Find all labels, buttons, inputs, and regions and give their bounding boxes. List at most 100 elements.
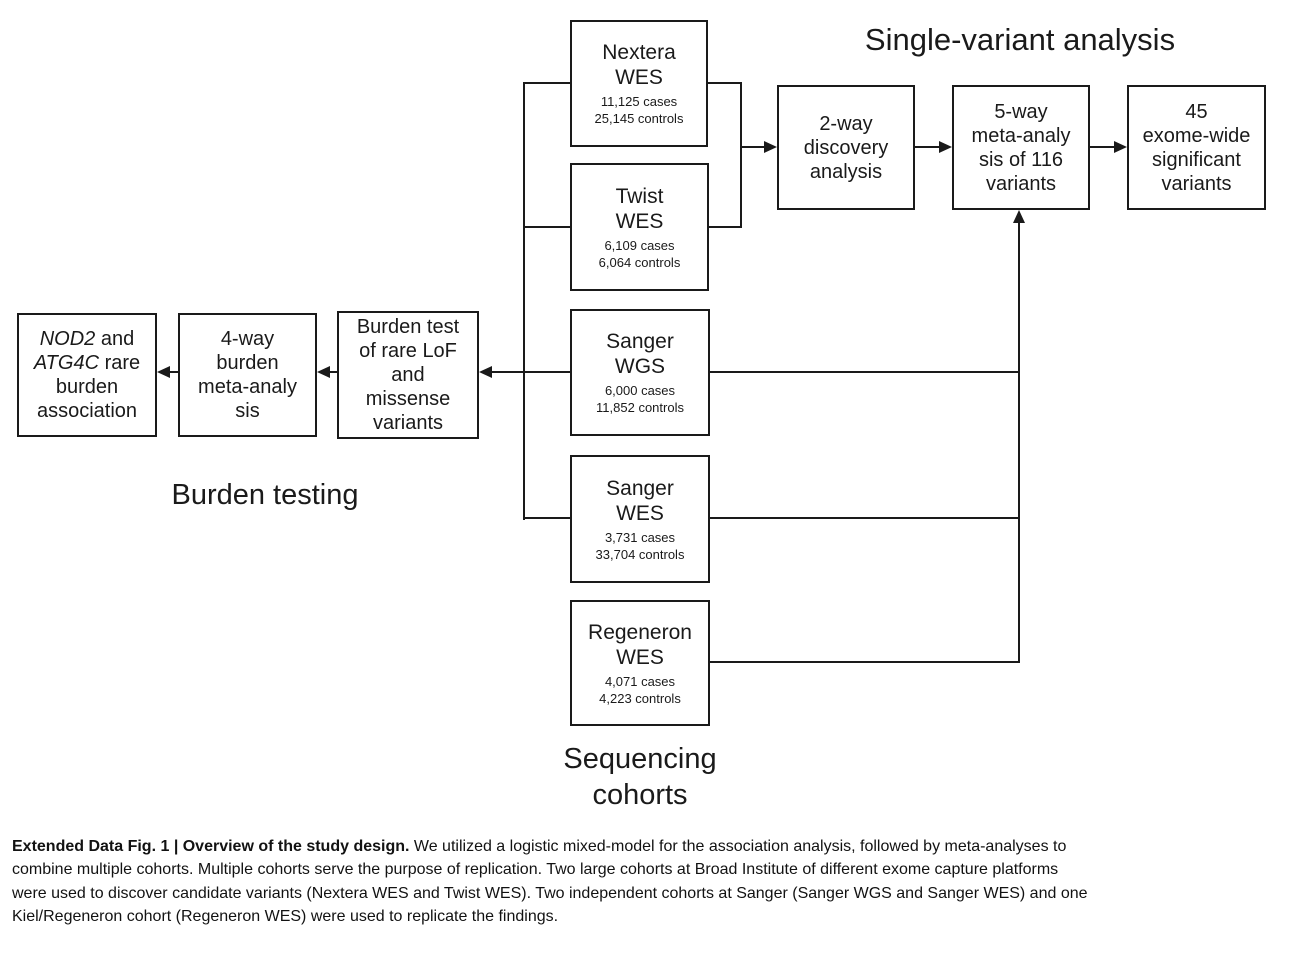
cohort-stats: 6,000 cases 11,852 controls xyxy=(596,382,684,416)
cohort-name-line: Nextera xyxy=(602,41,676,64)
connector-left-spine xyxy=(523,83,525,520)
cohort-name-line: Sanger xyxy=(606,330,674,353)
five-way-meta-analysis-box: 5-way meta-analy sis of 116 variants xyxy=(952,85,1090,210)
connector-bracket-vertical xyxy=(740,82,742,228)
box-text-line: variants xyxy=(372,412,443,434)
cohort-name: Sanger WES xyxy=(606,476,674,526)
arrow-shaft-two-way-to-five-way xyxy=(915,146,940,148)
arrowhead-into-burden-test xyxy=(479,366,492,378)
sequencing-cohorts-line1: Sequencing xyxy=(563,743,717,775)
caption-line-3: were used to discover candidate variants… xyxy=(12,884,1088,902)
cohort-box-nextera-wes: Nextera WES 11,125 cases 25,145 controls xyxy=(570,20,708,147)
cohort-box-sanger-wes: Sanger WES 3,731 cases 33,704 controls xyxy=(570,455,710,583)
arrowhead-into-five-way xyxy=(939,141,952,153)
arrowhead-into-four-way xyxy=(317,366,330,378)
cohort-name: Sanger WGS xyxy=(606,329,674,379)
box-text-line: ATG4C rare xyxy=(34,351,140,375)
two-way-discovery-box: 2-way discovery analysis xyxy=(777,85,915,210)
box-text: 2-way discovery analysis xyxy=(804,112,888,184)
connector-regeneron-to-merge xyxy=(710,661,1020,663)
arrow-shaft-four-way-to-nod2 xyxy=(170,371,179,373)
caption-bold-lead: Extended Data Fig. 1 | Overview of the s… xyxy=(12,838,410,855)
box-text-line: NOD2 and xyxy=(34,327,140,351)
cohort-name-line: WES xyxy=(615,209,664,233)
arrowhead-into-five-way-bottom xyxy=(1013,210,1025,223)
cohort-stats: 3,731 cases 33,704 controls xyxy=(596,529,685,563)
cohort-name-line: Regeneron xyxy=(588,620,692,644)
cohort-cases: 11,125 cases xyxy=(600,94,678,109)
exome-wide-significant-box: 45 exome-wide significant variants xyxy=(1127,85,1266,210)
cohort-name-line: WGS xyxy=(614,355,666,378)
box-text: 4-way burden meta-analy sis xyxy=(198,327,297,423)
arrow-shaft-burden-to-four-way xyxy=(330,371,338,373)
gene-name-nod2: NOD2 xyxy=(39,328,96,350)
cohort-name-line: Sanger xyxy=(606,476,674,500)
cohort-controls: 11,852 controls xyxy=(596,400,684,415)
box-text-line: sis xyxy=(235,400,260,422)
box-text-line: meta-analy xyxy=(971,124,1071,147)
gene-name-atg4c: ATG4C xyxy=(33,352,100,374)
box-text: 5-way meta-analy sis of 116 variants xyxy=(972,100,1071,196)
box-text-line: exome-wide xyxy=(1142,124,1251,147)
box-text-line: 5-way xyxy=(994,100,1048,123)
cohort-stats: 4,071 cases 4,223 controls xyxy=(599,673,681,707)
box-text: 45 exome-wide significant variants xyxy=(1143,100,1251,196)
caption-line-2: combine multiple cohorts. Multiple cohor… xyxy=(12,861,1059,879)
box-text-line: 45 xyxy=(1185,100,1208,123)
box-text: Burden test of rare LoF and missense var… xyxy=(357,315,459,435)
connector-bracket-bottom xyxy=(709,226,742,228)
connector-stub-twist xyxy=(523,226,570,228)
box-text-line: association xyxy=(36,400,138,422)
cohort-controls: 4,223 controls xyxy=(599,690,681,706)
connector-sanger-wgs-to-merge xyxy=(710,371,1020,373)
caption-line-1: Extended Data Fig. 1 | Overview of the s… xyxy=(12,835,1272,858)
connector-bracket-top xyxy=(708,82,742,84)
cohort-name-line: Twist xyxy=(615,184,664,208)
box-text-line: discovery xyxy=(803,136,889,159)
caption-line-1-rest: We utilized a logistic mixed-model for t… xyxy=(409,838,1067,855)
four-way-burden-meta-analysis-box: 4-way burden meta-analy sis xyxy=(178,313,317,437)
connector-sanger-wes-to-merge xyxy=(710,517,1020,519)
box-text: NOD2 and ATG4C rare burden association xyxy=(34,327,140,423)
box-text-line: 4-way xyxy=(220,328,275,350)
arrowhead-into-nod2 xyxy=(157,366,170,378)
box-text-line: significant xyxy=(1152,148,1241,171)
box-text-line: analysis xyxy=(809,160,883,183)
box-text-line: meta-analy xyxy=(198,376,297,398)
box-text-line: variants xyxy=(985,172,1057,195)
cohort-stats: 11,125 cases 25,145 controls xyxy=(595,93,684,127)
connector-stub-sanger-wes xyxy=(523,517,570,519)
arrow-shaft-to-burden-test xyxy=(492,371,570,373)
box-text-line: variants xyxy=(1161,172,1232,195)
cohort-cases: 4,071 cases xyxy=(604,673,676,689)
cohort-name-line: WES xyxy=(616,645,664,669)
arrow-shaft-to-two-way xyxy=(740,146,765,148)
box-text-fragment: rare xyxy=(99,352,141,374)
figure-caption: Extended Data Fig. 1 | Overview of the s… xyxy=(12,835,1272,929)
cohort-name: Regeneron WES xyxy=(588,620,692,670)
cohort-box-regeneron-wes: Regeneron WES 4,071 cases 4,223 controls xyxy=(570,600,710,726)
box-text-line: missense xyxy=(365,388,451,410)
cohort-box-sanger-wgs: Sanger WGS 6,000 cases 11,852 controls xyxy=(570,309,710,436)
single-variant-analysis-title: Single-variant analysis xyxy=(864,22,1176,57)
connector-stub-nextera xyxy=(523,82,570,84)
box-text-line: of rare LoF xyxy=(359,340,457,362)
caption-line-4: Kiel/Regeneron cohort (Regeneron WES) we… xyxy=(12,908,559,926)
cohort-controls: 25,145 controls xyxy=(594,111,684,126)
arrowhead-into-two-way xyxy=(764,141,777,153)
arrowhead-into-forty-five xyxy=(1114,141,1127,153)
box-text-line: and xyxy=(391,364,425,386)
cohort-controls: 33,704 controls xyxy=(595,546,685,562)
box-text-fragment: and xyxy=(95,328,135,350)
connector-merge-vertical xyxy=(1018,222,1020,663)
cohort-box-twist-wes: Twist WES 6,109 cases 6,064 controls xyxy=(570,163,709,291)
box-text-line: burden xyxy=(216,352,279,374)
box-text-line: burden xyxy=(55,376,119,398)
cohort-cases: 3,731 cases xyxy=(604,529,676,545)
cohort-controls: 6,064 controls xyxy=(598,254,681,270)
sequencing-cohorts-line2: cohorts xyxy=(592,779,688,811)
cohort-name: Twist WES xyxy=(616,184,664,234)
box-text-line: 2-way xyxy=(819,112,873,135)
box-text-line: sis of 116 xyxy=(978,148,1064,171)
cohort-name-line: WES xyxy=(615,66,663,89)
